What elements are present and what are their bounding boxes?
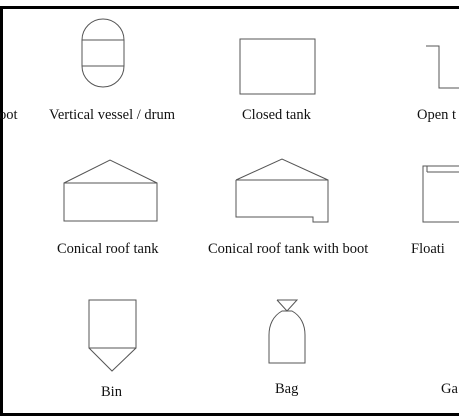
floating-roof-tank-icon [422, 165, 459, 223]
label-bin: Bin [101, 384, 122, 400]
closed-tank-icon [239, 38, 316, 95]
vertical-vessel-icon [81, 18, 125, 88]
label-bag: Bag [275, 381, 299, 397]
diagram-frame [0, 6, 459, 416]
conical-roof-tank-boot-icon [235, 158, 329, 223]
label-boot: oot [0, 107, 18, 123]
label-closed-tank: Closed tank [242, 107, 311, 123]
label-gas-holder: Ga [441, 381, 458, 397]
bin-icon [88, 299, 137, 372]
bag-icon [268, 299, 306, 364]
label-open-tank: Open t [417, 107, 457, 123]
label-conical-roof-tank-boot: Conical roof tank with boot [208, 241, 369, 257]
label-vertical-vessel: Vertical vessel / drum [49, 107, 176, 123]
open-tank-icon [426, 45, 459, 89]
conical-roof-tank-icon [63, 159, 158, 222]
label-conical-roof-tank: Conical roof tank [57, 241, 159, 257]
label-floating-roof-tank: Floati [411, 241, 445, 257]
